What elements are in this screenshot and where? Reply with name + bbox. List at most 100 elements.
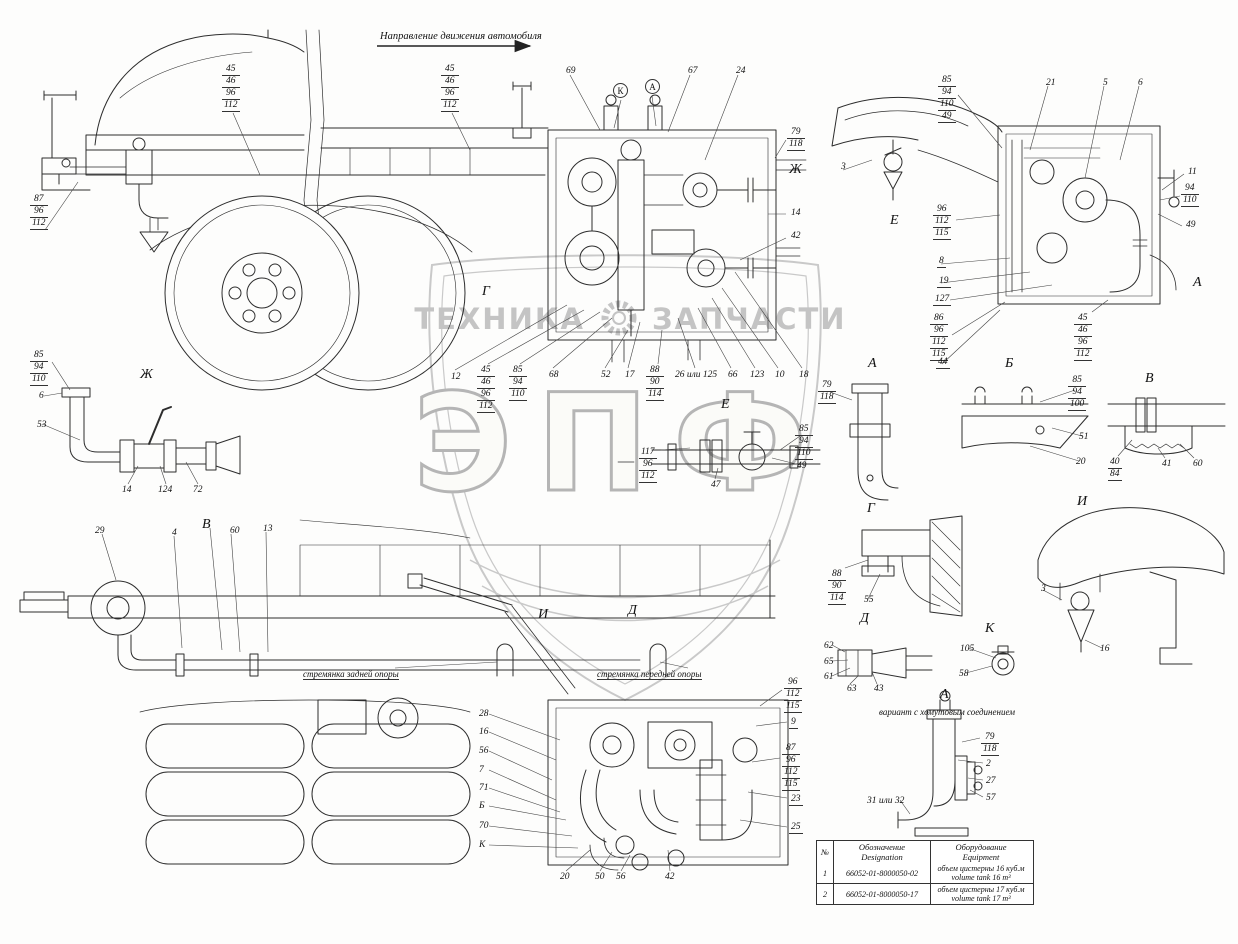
- watermark-logo: ЭПФ: [413, 365, 831, 522]
- view-label: В: [1145, 371, 1154, 386]
- view-label: А: [1193, 275, 1202, 290]
- table-cell-designation: 66052-01-8000050-02: [833, 863, 930, 883]
- view-k-clamp: [991, 645, 1015, 676]
- callout-label: 68: [549, 370, 559, 380]
- view-label: Г: [867, 501, 875, 516]
- annotation-text: стремянка задней опоры: [303, 669, 399, 680]
- view-e-assembly: [617, 431, 821, 473]
- view-label: Г: [482, 284, 490, 299]
- annotation-text: стремянка передней опоры: [597, 669, 702, 680]
- header-designation-en: Designation: [861, 852, 903, 862]
- view-label: И: [1077, 494, 1088, 509]
- callout-label: 50: [595, 872, 605, 882]
- pump-unit-lower-view: [547, 699, 789, 871]
- view-label: Д: [860, 611, 869, 626]
- table-cell-number: 2: [823, 889, 827, 899]
- callout-label: 124: [158, 485, 173, 495]
- callout-label: 61: [824, 672, 834, 682]
- callout-label: 6: [1138, 78, 1143, 88]
- view-label: Ж: [789, 162, 802, 177]
- view-label: Б: [1005, 356, 1014, 371]
- callout-label: 62: [824, 641, 834, 651]
- callout-label: 31 или 32: [867, 796, 905, 806]
- callout-label: 2: [986, 759, 991, 769]
- callout-label: 24: [736, 66, 746, 76]
- callout-label: 11: [1188, 167, 1197, 177]
- annotation-text: Направление движения автомобиля: [380, 31, 542, 42]
- callout-label: 10: [775, 370, 785, 380]
- callout-label: 123: [750, 370, 765, 380]
- watermark-brand-right: ЗАПЧАСТИ: [652, 302, 847, 336]
- callout-label: Б: [479, 801, 485, 811]
- view-label: А: [868, 356, 877, 371]
- callout-label: 12: [451, 372, 461, 382]
- callout-label: 28: [479, 709, 489, 719]
- variant-a-clamp-connection: [897, 690, 983, 837]
- callout-label: 41: [1162, 459, 1172, 469]
- table-header-equipment: Оборудование Equipment: [930, 841, 1031, 863]
- callout-label: 56: [616, 872, 626, 882]
- annotation-text: вариант с хомутовым соединением: [879, 707, 1015, 717]
- header-designation-ru: Обозначение: [858, 842, 906, 852]
- callout-label: 17: [625, 370, 635, 380]
- callout-label: 42: [791, 231, 801, 241]
- callout-label: 127: [933, 294, 952, 306]
- callout-label: 20: [560, 872, 570, 882]
- view-label: К: [985, 621, 995, 636]
- pump-unit-top-view: [547, 94, 807, 363]
- callout-label: 16: [1100, 644, 1110, 654]
- view-label: И: [538, 607, 549, 622]
- view-label: Ж: [140, 367, 153, 382]
- watermark-shield: [428, 254, 822, 702]
- view-label: Е: [890, 213, 899, 228]
- view-label: В: [202, 517, 211, 532]
- callout-label: 52: [601, 370, 611, 380]
- table-header-designation: Обозначение Designation: [833, 841, 930, 863]
- callout-label: 60: [1193, 459, 1203, 469]
- table-cell-designation: 66052-01-8000050-17: [833, 884, 930, 904]
- callout-label: 57: [986, 793, 996, 803]
- callout-label: 5: [1103, 78, 1108, 88]
- callout-label: 47: [711, 480, 721, 490]
- callout-label: 3: [1041, 584, 1046, 594]
- callout-label: 25: [789, 822, 803, 834]
- table-header-num: №: [820, 847, 829, 857]
- callout-label: 66: [728, 370, 738, 380]
- leader-lines: [41, 74, 1195, 872]
- callout-label: 7: [479, 765, 484, 775]
- callout-label: 16: [479, 727, 489, 737]
- view-b-bracket-assembly: [961, 386, 1089, 449]
- callout-label: К: [479, 840, 486, 850]
- view-label: А: [940, 687, 949, 702]
- table-header-row: № Обозначение Designation Оборудование E…: [817, 841, 1033, 863]
- view-a-pipe-assembly: [849, 383, 899, 501]
- truck-rear-side-view: [19, 519, 776, 865]
- callout-label: 70: [479, 821, 489, 831]
- view-label: Е: [721, 397, 730, 412]
- callout-label: 29: [95, 526, 105, 536]
- callout-label: 49: [1186, 220, 1196, 230]
- callout-label: 8: [937, 256, 946, 268]
- view-label: К: [613, 83, 628, 98]
- callout-label: 20: [1076, 457, 1086, 467]
- callout-label: 23: [789, 794, 803, 806]
- callout-label: 14: [791, 208, 801, 218]
